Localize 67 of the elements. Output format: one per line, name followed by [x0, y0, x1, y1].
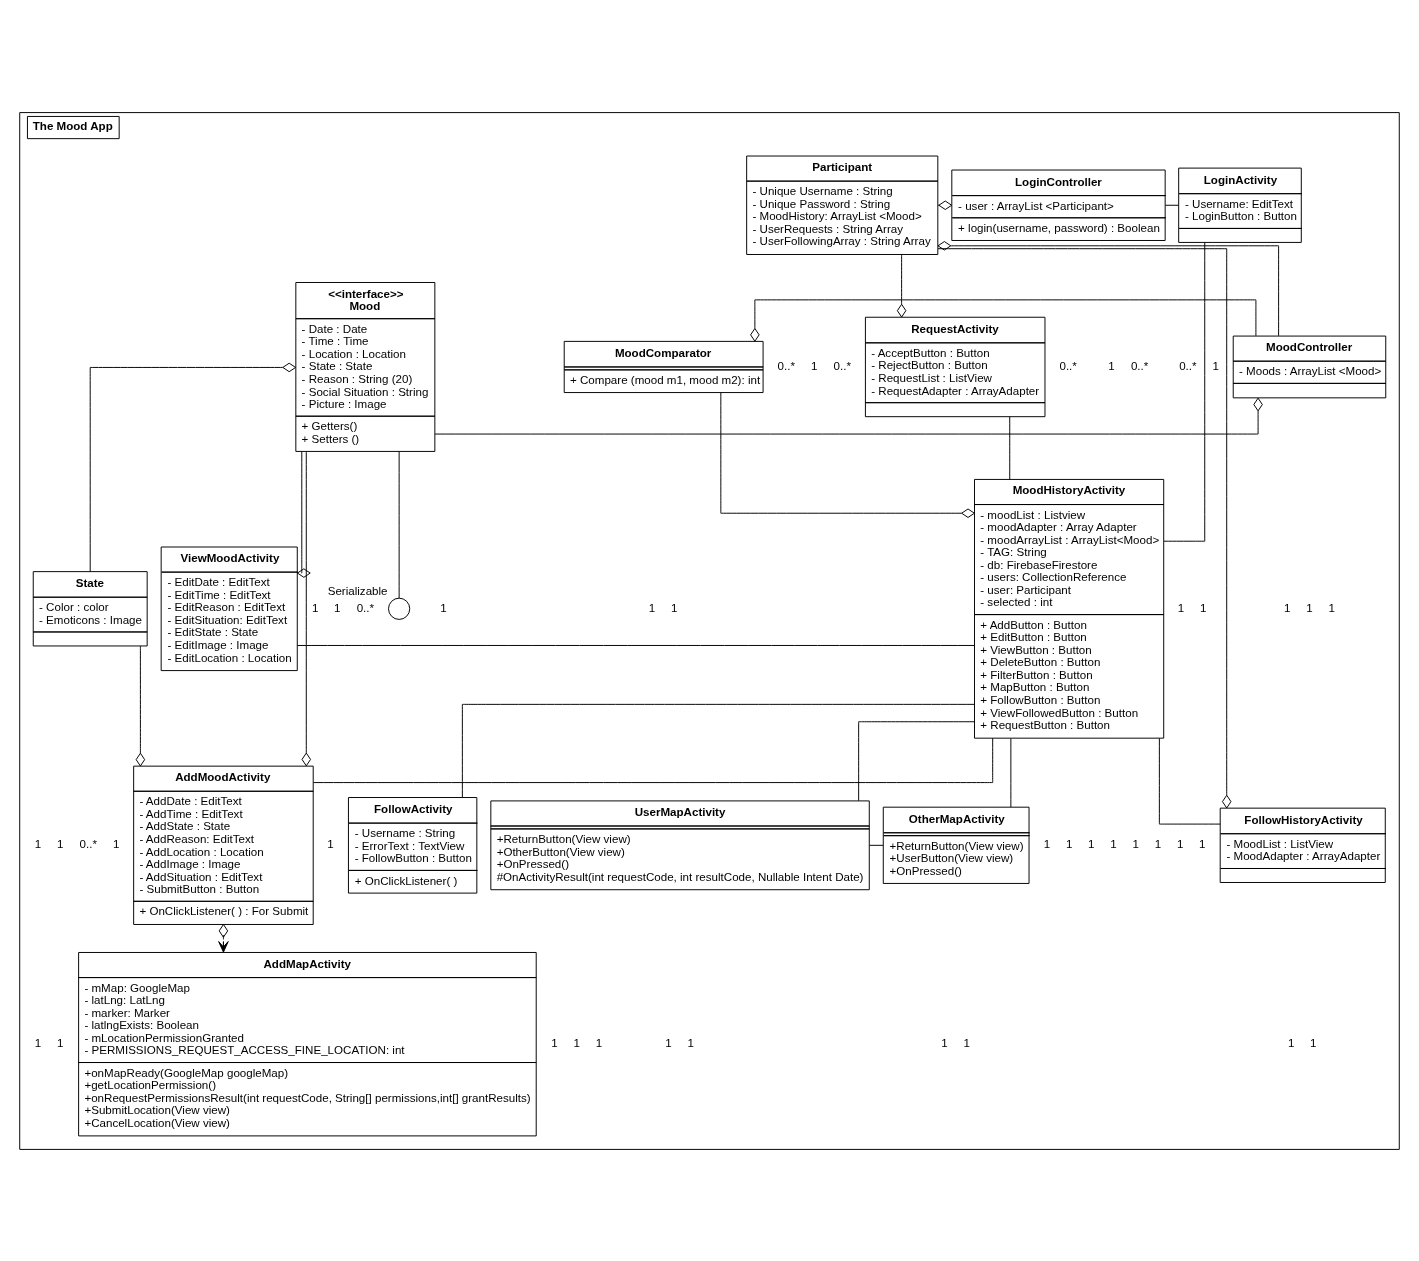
- label: 1: [573, 1036, 580, 1049]
- label: 0..*: [356, 601, 375, 614]
- connector: [1158, 737, 1221, 825]
- label: 1: [34, 1036, 42, 1049]
- connector: [1163, 241, 1206, 542]
- label: 1: [113, 837, 120, 850]
- label: 1: [671, 601, 678, 614]
- label: 1: [1177, 601, 1185, 614]
- connector: [720, 391, 975, 518]
- label: 1: [334, 601, 341, 614]
- label: 1: [665, 1036, 672, 1049]
- label: 1: [1199, 837, 1206, 850]
- connector: [296, 450, 311, 578]
- label: 1: [327, 837, 334, 850]
- connector: [1009, 415, 1011, 480]
- label: 1: [648, 601, 656, 614]
- label: 0..*: [1059, 359, 1077, 372]
- arrow: [218, 923, 229, 953]
- label: 1: [941, 1036, 948, 1049]
- label: 1: [1132, 837, 1139, 850]
- label: 0..*: [1179, 359, 1197, 372]
- connector: [896, 253, 907, 318]
- node-label: Serializable: [327, 584, 388, 597]
- label: 1: [1200, 601, 1207, 614]
- label: 1: [963, 1036, 970, 1049]
- connector: [1164, 204, 1180, 206]
- label: 0..*: [79, 837, 97, 850]
- label: 1: [1110, 837, 1117, 850]
- connector: [1010, 737, 1012, 808]
- label: 1: [1328, 601, 1335, 614]
- connector: [398, 450, 400, 599]
- label: 1: [1176, 837, 1184, 850]
- connector: [434, 397, 1263, 435]
- label: 1: [1212, 359, 1220, 372]
- label: 1: [1088, 837, 1095, 850]
- label: 1: [1043, 837, 1051, 850]
- label: 1: [551, 1036, 558, 1049]
- label: 1: [811, 359, 818, 372]
- connector: [461, 703, 975, 798]
- label: 0..*: [777, 359, 795, 372]
- label: 1: [440, 601, 447, 614]
- connector: [937, 240, 1280, 336]
- connector: [301, 450, 311, 766]
- connector: [858, 720, 975, 801]
- label: 1: [1108, 359, 1115, 372]
- label: 1: [311, 601, 319, 614]
- label: 1: [57, 1036, 64, 1049]
- connector: [135, 645, 146, 766]
- label: 1: [1287, 1036, 1295, 1049]
- label: 0..*: [833, 359, 851, 372]
- label: 1: [34, 837, 42, 850]
- connector: [89, 362, 297, 572]
- connector: [296, 644, 975, 646]
- label: 1: [687, 1036, 694, 1049]
- label: 1: [57, 837, 64, 850]
- connector: [937, 247, 1232, 808]
- connector: [750, 298, 1257, 342]
- label: 1: [1310, 1036, 1317, 1049]
- node-circle: [388, 597, 411, 620]
- connector: [869, 844, 884, 846]
- connector: [313, 737, 994, 783]
- label: 1: [595, 1036, 603, 1049]
- label: 1: [1065, 837, 1073, 850]
- label: 1: [1154, 837, 1162, 850]
- label: 1: [1284, 601, 1291, 614]
- label: 1: [1306, 601, 1313, 614]
- label: 0..*: [1130, 359, 1149, 372]
